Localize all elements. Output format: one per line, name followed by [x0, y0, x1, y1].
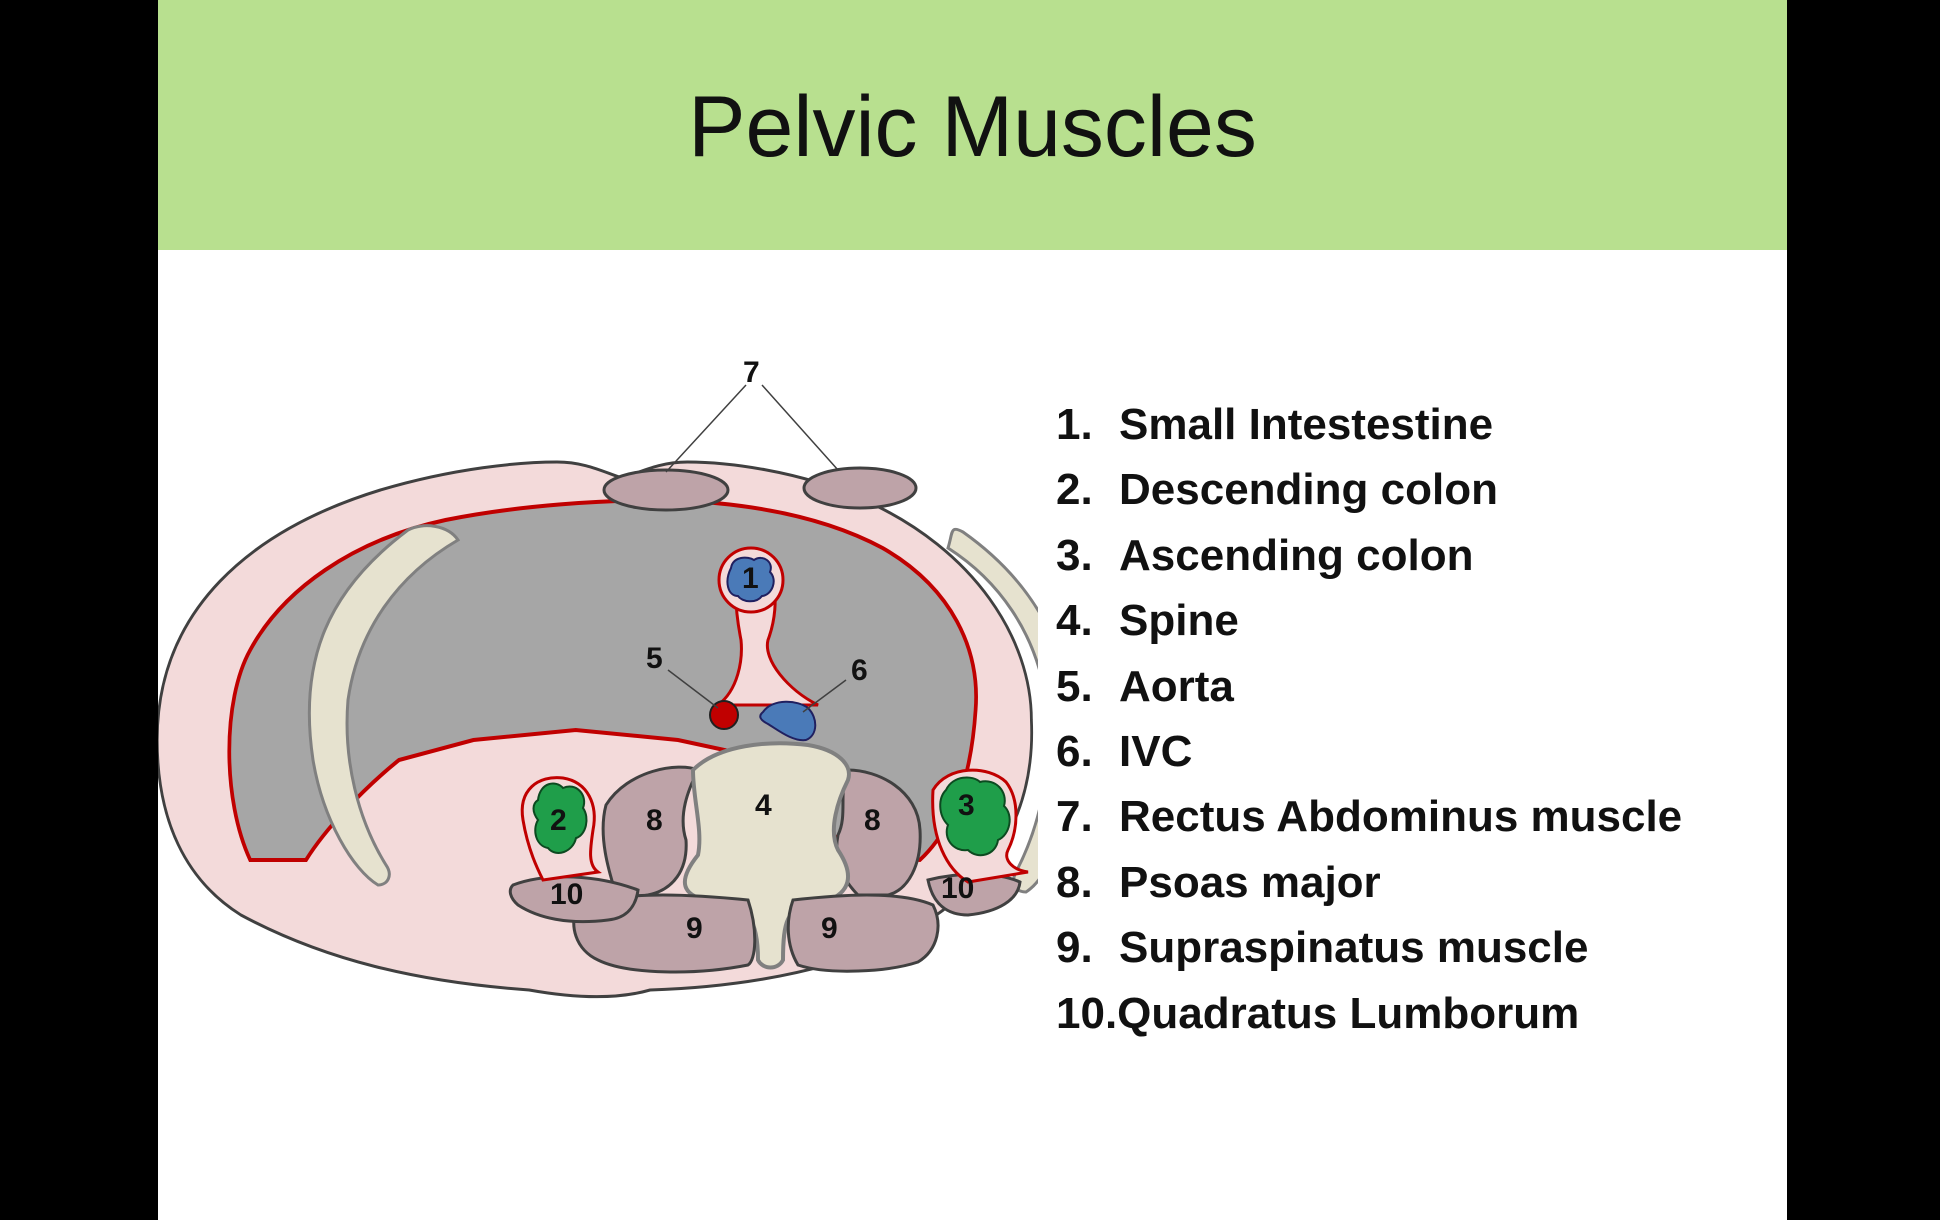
legend-item: 5. Aorta — [1056, 654, 1682, 719]
rectus-left — [602, 468, 730, 512]
slide-title: Pelvic Muscles — [688, 79, 1257, 175]
legend-item: 2. Descending colon — [1056, 457, 1682, 522]
label-6: 6 — [851, 654, 868, 687]
legend-item: 6. IVC — [1056, 719, 1682, 784]
descending-colon — [532, 782, 588, 854]
legend-label: Aorta — [1119, 661, 1234, 711]
slide: Pelvic Muscles — [158, 0, 1787, 1220]
legend-label: Supraspinatus muscle — [1119, 923, 1589, 973]
legend-number: 2. — [1056, 465, 1093, 515]
ascending-colon — [939, 776, 1011, 857]
legend-label: Psoas major — [1119, 857, 1381, 907]
legend-label: Ascending colon — [1119, 530, 1474, 580]
legend-item: 1. Small Intestestine — [1056, 392, 1682, 457]
label-4: 4 — [755, 789, 772, 822]
legend-number: 5. — [1056, 661, 1093, 711]
legend-item: 3. Ascending colon — [1056, 523, 1682, 588]
label-10-left: 10 — [550, 878, 583, 911]
small-intestine — [726, 556, 775, 603]
label-1: 1 — [742, 562, 759, 595]
leader-6 — [802, 679, 847, 713]
legend-number: 10. — [1056, 988, 1118, 1038]
legend-label: Spine — [1119, 596, 1239, 646]
leader-7a — [665, 384, 747, 473]
legend-number: 4. — [1056, 596, 1093, 646]
legend-number: 1. — [1056, 400, 1093, 449]
legend-label: IVC — [1119, 726, 1193, 776]
label-5: 5 — [646, 642, 663, 675]
label-8-right: 8 — [864, 804, 881, 837]
legend-number: 8. — [1056, 857, 1093, 907]
legend-label: Small Intestestine — [1119, 400, 1494, 449]
label-8-left: 8 — [646, 804, 663, 837]
ivc — [759, 700, 817, 742]
abdominal-cross-section-diagram: 1 2 3 4 5 6 7 8 8 9 9 10 10 — [158, 356, 1038, 999]
legend-number: 9. — [1056, 923, 1093, 973]
legend-label: Quadratus Lumborum — [1117, 988, 1580, 1038]
legend-list: 1.Small Intestestine 2.Descending colon … — [1056, 392, 1682, 1046]
label-9-left: 9 — [686, 912, 703, 945]
legend-number: 3. — [1056, 530, 1093, 580]
legend-item: 10.Quadratus Lumborum — [1056, 981, 1682, 1046]
leader-7b — [761, 384, 839, 471]
legend-label: Descending colon — [1119, 465, 1498, 515]
rectus-right — [802, 466, 918, 510]
legend-item: 8. Psoas major — [1056, 850, 1682, 915]
legend-item: 9. Supraspinatus muscle — [1056, 915, 1682, 980]
label-7: 7 — [743, 356, 760, 389]
legend-number: 6. — [1056, 726, 1093, 776]
quadratus-left — [508, 875, 640, 924]
legend-number: 7. — [1056, 792, 1093, 842]
psoas-left — [601, 765, 701, 902]
legend-label: Rectus Abdominus muscle — [1119, 792, 1683, 842]
leader-5 — [667, 669, 719, 709]
legend-item: 7. Rectus Abdominus muscle — [1056, 784, 1682, 849]
label-10-right: 10 — [941, 872, 974, 905]
legend-item: 4. Spine — [1056, 588, 1682, 653]
supraspinatus-right — [786, 893, 940, 973]
label-9-right: 9 — [821, 912, 838, 945]
left-rib — [307, 524, 461, 887]
label-3: 3 — [958, 789, 975, 822]
title-bar: Pelvic Muscles — [158, 0, 1787, 250]
label-2: 2 — [550, 804, 567, 837]
